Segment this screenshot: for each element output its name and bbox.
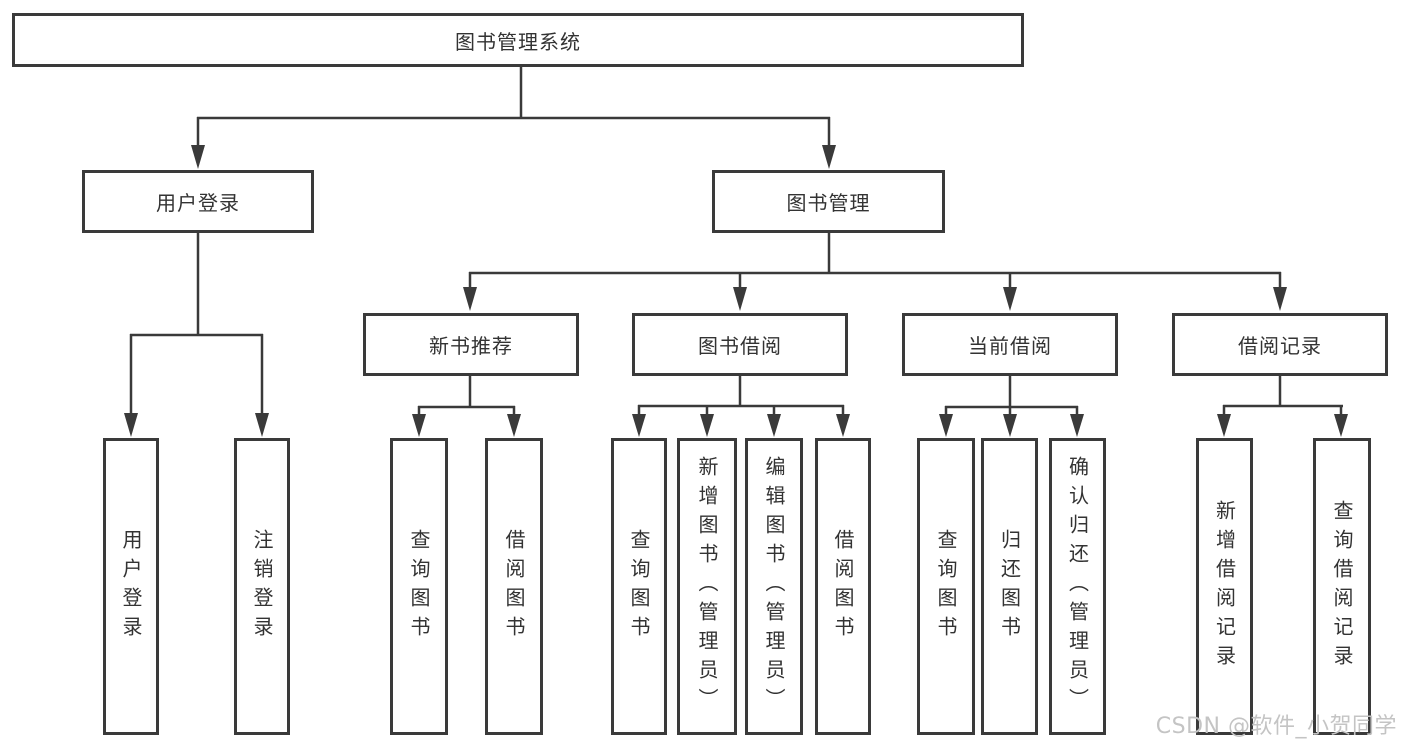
node-label: 用户登录	[119, 528, 143, 645]
edge-new-book-recommend-to-leaves	[417, 376, 516, 416]
leaf-user-login: 用户登录	[103, 438, 159, 735]
node-label: 归还图书	[997, 528, 1022, 645]
leaf-query-books-current: 查询图书	[917, 438, 975, 735]
node-library-management-system: 图书管理系统	[12, 13, 1024, 67]
node-label: 用户登录	[156, 191, 240, 215]
node-label: 图书借阅	[698, 334, 782, 358]
node-book-borrowing: 图书借阅	[632, 313, 848, 376]
node-label: 借阅图书	[831, 528, 855, 645]
node-book-management: 图书管理	[712, 170, 945, 233]
node-label: 图书管理	[786, 191, 871, 215]
edge-borrowing-records-to-leaves	[1222, 376, 1343, 416]
edge-book-management-to-level3	[468, 233, 1282, 290]
leaf-add-books-admin: 新增图书（管理员）	[677, 438, 737, 735]
node-label: 借阅记录	[1238, 334, 1322, 358]
node-label: 注销登录	[250, 528, 274, 645]
node-label: 当前借阅	[968, 334, 1052, 358]
leaf-query-books-borrowing: 查询图书	[611, 438, 667, 735]
leaf-borrow-books-recommend: 借阅图书	[485, 438, 543, 735]
node-label: 新增借阅记录	[1212, 499, 1237, 674]
node-label: 新增图书（管理员）	[695, 456, 719, 717]
leaf-borrow-books-borrowing: 借阅图书	[815, 438, 871, 735]
node-label: 查询借阅记录	[1330, 499, 1354, 674]
leaf-add-borrow-record: 新增借阅记录	[1196, 438, 1253, 735]
node-label: 查询图书	[407, 528, 431, 645]
node-label: 新书推荐	[429, 334, 513, 358]
edge-current-borrowing-to-leaves	[944, 376, 1079, 416]
node-label: 借阅图书	[502, 528, 526, 645]
leaf-return-books: 归还图书	[981, 438, 1038, 735]
node-label: 确认归还（管理员）	[1065, 456, 1090, 717]
node-label: 查询图书	[934, 528, 958, 645]
edge-user-login-to-leaves	[129, 233, 264, 415]
leaf-query-borrow-record: 查询借阅记录	[1313, 438, 1371, 735]
edge-book-borrowing-to-leaves	[637, 376, 845, 416]
arrowheads	[124, 145, 1348, 437]
edge-root-to-level2	[196, 67, 831, 146]
node-label: 查询图书	[627, 528, 651, 645]
leaf-query-books-recommend: 查询图书	[390, 438, 448, 735]
node-user-login: 用户登录	[82, 170, 314, 233]
node-new-book-recommend: 新书推荐	[363, 313, 579, 376]
leaf-edit-books-admin: 编辑图书（管理员）	[745, 438, 803, 735]
node-label: 编辑图书（管理员）	[762, 456, 786, 717]
leaf-logout-login: 注销登录	[234, 438, 290, 735]
node-label: 图书管理系统	[455, 29, 581, 54]
leaf-confirm-return-admin: 确认归还（管理员）	[1049, 438, 1106, 735]
node-borrowing-records: 借阅记录	[1172, 313, 1388, 376]
node-current-borrowing: 当前借阅	[902, 313, 1118, 376]
csdn-watermark: CSDN @软件_小贺同学	[1155, 714, 1397, 739]
